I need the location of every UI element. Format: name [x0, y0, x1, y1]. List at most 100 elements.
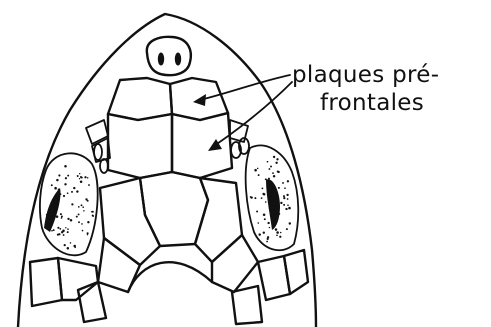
- left-cheek-outline: [40, 153, 98, 255]
- stipple-dot: [58, 233, 60, 235]
- stipple-dot: [82, 230, 84, 232]
- stipple-dot: [283, 195, 285, 197]
- head-outline: [18, 14, 316, 327]
- stipple-dot: [254, 169, 257, 172]
- callout-label-line-1: plaques pré-: [292, 62, 439, 88]
- stipple-dot: [269, 227, 270, 228]
- stipple-dot: [275, 228, 278, 231]
- stipple-dot: [67, 247, 70, 250]
- stipple-dot: [76, 216, 78, 218]
- stipple-dot: [258, 174, 260, 176]
- stipple-dot: [63, 234, 65, 236]
- stipple-dot: [271, 201, 273, 203]
- stipple-dot: [263, 232, 265, 234]
- left-parietal-plate: [98, 238, 140, 292]
- stipple-dot: [56, 215, 59, 218]
- stipple-dot: [273, 156, 275, 158]
- stipple-dot: [74, 247, 76, 249]
- left-prefrontal-plate-upper: [108, 78, 172, 120]
- stipple-dot: [70, 219, 73, 222]
- stipple-dot: [79, 173, 80, 174]
- stipple-dot: [76, 190, 78, 192]
- left-lower-plate-a: [30, 258, 62, 306]
- stipple-dot: [270, 166, 272, 168]
- stipple-dot: [53, 229, 55, 231]
- stipple-dot: [92, 211, 94, 213]
- stipple-dot: [269, 207, 271, 209]
- stipple-dot: [268, 186, 270, 188]
- stipple-dot: [79, 178, 80, 179]
- stipple-dot: [286, 228, 288, 230]
- stipple-dot: [287, 198, 289, 200]
- stipple-dot: [289, 222, 291, 224]
- stipple-dot: [275, 162, 277, 164]
- stipple-dot: [67, 192, 69, 194]
- stipple-dot: [267, 161, 269, 163]
- stipple-dot: [277, 171, 279, 173]
- stipple-dot: [256, 211, 258, 213]
- left-eye: [44, 188, 61, 232]
- stipple-dot: [55, 196, 57, 198]
- stipple-dot: [60, 193, 62, 195]
- stipple-dot: [55, 208, 56, 209]
- stipple-dot: [273, 204, 275, 206]
- stipple-dot: [273, 175, 275, 177]
- stipple-dot: [78, 206, 80, 208]
- stipple-dot: [283, 197, 285, 199]
- stipple-dot: [84, 176, 86, 178]
- stipple-dot: [278, 213, 280, 215]
- right-lower-plate-c: [232, 286, 262, 324]
- callout-label-line-2: frontales: [320, 90, 424, 116]
- stipple-dot: [271, 190, 273, 192]
- cheek-stipple: [46, 156, 291, 250]
- stipple-dot: [58, 188, 60, 190]
- stipple-dot: [278, 187, 280, 189]
- stipple-dot: [270, 186, 272, 188]
- stipple-dot: [87, 232, 89, 234]
- stipple-dot: [67, 228, 69, 230]
- stipple-dot: [254, 197, 256, 199]
- stipple-dot: [264, 218, 266, 220]
- nostril-plate: [147, 37, 191, 75]
- left-supraocular-plate: [100, 178, 160, 265]
- stipple-dot: [280, 202, 282, 204]
- stipple-dot: [263, 213, 266, 216]
- stipple-dot: [60, 213, 62, 215]
- stipple-dot: [65, 227, 66, 228]
- left-nostril: [158, 53, 164, 66]
- stipple-dot: [59, 228, 61, 230]
- stipple-dot: [70, 242, 72, 244]
- stipple-dot: [266, 241, 268, 243]
- stipple-dot: [277, 210, 279, 212]
- stipple-dot: [80, 180, 83, 183]
- stipple-dot: [62, 230, 65, 233]
- stipple-dot: [50, 215, 52, 217]
- stipple-dot: [64, 183, 66, 185]
- stipple-dot: [65, 177, 67, 179]
- rear-arch: [128, 262, 212, 292]
- stipple-dot: [284, 187, 286, 189]
- stipple-dot: [276, 231, 279, 234]
- stipple-dot: [282, 182, 284, 184]
- stipple-dot: [81, 204, 83, 206]
- stipple-dot: [63, 195, 65, 197]
- stipple-dot: [78, 221, 80, 223]
- stipple-dot: [83, 210, 84, 211]
- stipple-dot: [82, 206, 84, 208]
- stipple-dot: [46, 214, 48, 216]
- stipple-dot: [257, 168, 259, 170]
- stipple-dot: [288, 207, 291, 210]
- stipple-dot: [265, 178, 267, 180]
- right-lower-plate-b: [284, 250, 308, 294]
- right-supraocular-plate: [195, 178, 242, 262]
- stipple-dot: [262, 193, 265, 196]
- stipple-dot: [267, 222, 269, 224]
- left-small-oval-1: [94, 144, 102, 160]
- stipple-dot: [276, 158, 278, 160]
- stipple-dot: [87, 200, 89, 202]
- stipple-dot: [67, 231, 69, 233]
- stipple-dot: [56, 179, 58, 181]
- stipple-dot: [88, 184, 90, 186]
- left-prefrontal-plate-lower: [108, 114, 172, 178]
